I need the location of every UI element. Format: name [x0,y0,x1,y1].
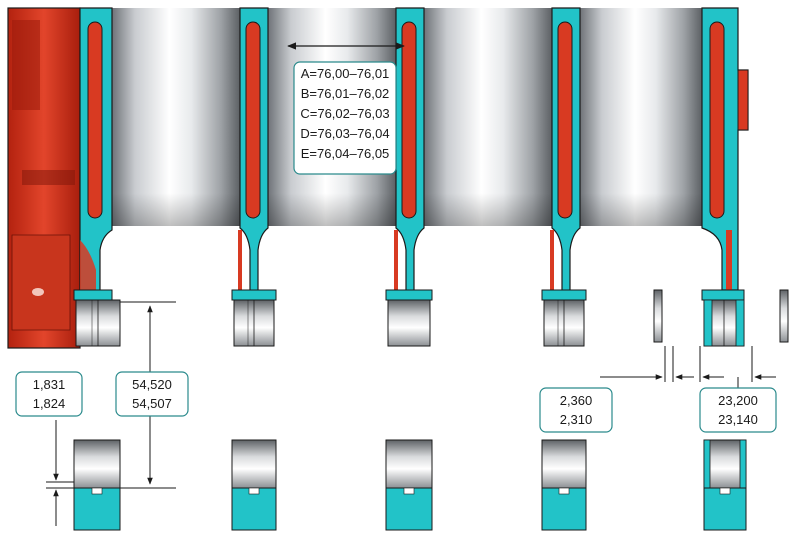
bearing-bore-max: 54,520 [132,377,172,392]
thrust-journal-min: 23,140 [718,412,758,427]
bulkhead-1 [79,7,113,297]
upper-bearing-shells [73,289,789,347]
thrust-washer-right [779,289,789,343]
bore-grade-d: D=76,03–76,04 [300,126,389,141]
shell-thickness-max: 1,831 [33,377,66,392]
bulkhead-4 [550,7,581,297]
thrust-washer-label: 2,360 2,310 [539,387,613,433]
lower-bearing-5 [703,439,747,531]
bore-grade-e: E=76,04–76,05 [301,146,390,161]
bearing-bore-label: 54,520 54,507 [115,371,189,417]
upper-bearing-3 [385,289,433,347]
upper-bearing-5-thrust [701,289,745,347]
bearing-bore-min: 54,507 [132,396,172,411]
thrust-journal-max: 23,200 [718,393,758,408]
bore-grade-c: C=76,02–76,03 [300,106,389,121]
thrust-journal-label: 23,200 23,140 [699,387,777,433]
upper-bearing-2 [231,289,277,347]
bulkhead-2 [238,7,269,297]
thrust-washer-left [653,289,663,343]
lower-bearing-1 [73,439,121,531]
lower-bearing-caps [73,439,747,531]
bore-grade-label: A=76,00–76,01 B=76,01–76,02 C=76,02–76,0… [293,61,397,175]
bore-grade-b: B=76,01–76,02 [301,86,390,101]
block-end-wall [7,7,81,349]
bulkhead-5 [701,7,749,291]
upper-bearing-1 [73,289,121,347]
lower-bearing-3 [385,439,433,531]
thrust-washer-min: 2,310 [560,412,593,427]
bore-grade-a: A=76,00–76,01 [301,66,390,81]
shell-thickness-label: 1,831 1,824 [15,371,83,417]
lower-bearing-2 [231,439,277,531]
shell-thickness-min: 1,824 [33,396,66,411]
upper-bearing-4 [541,289,587,347]
thrust-washer-max: 2,360 [560,393,593,408]
lower-bearing-4 [541,439,587,531]
bulkhead-3 [394,7,425,297]
